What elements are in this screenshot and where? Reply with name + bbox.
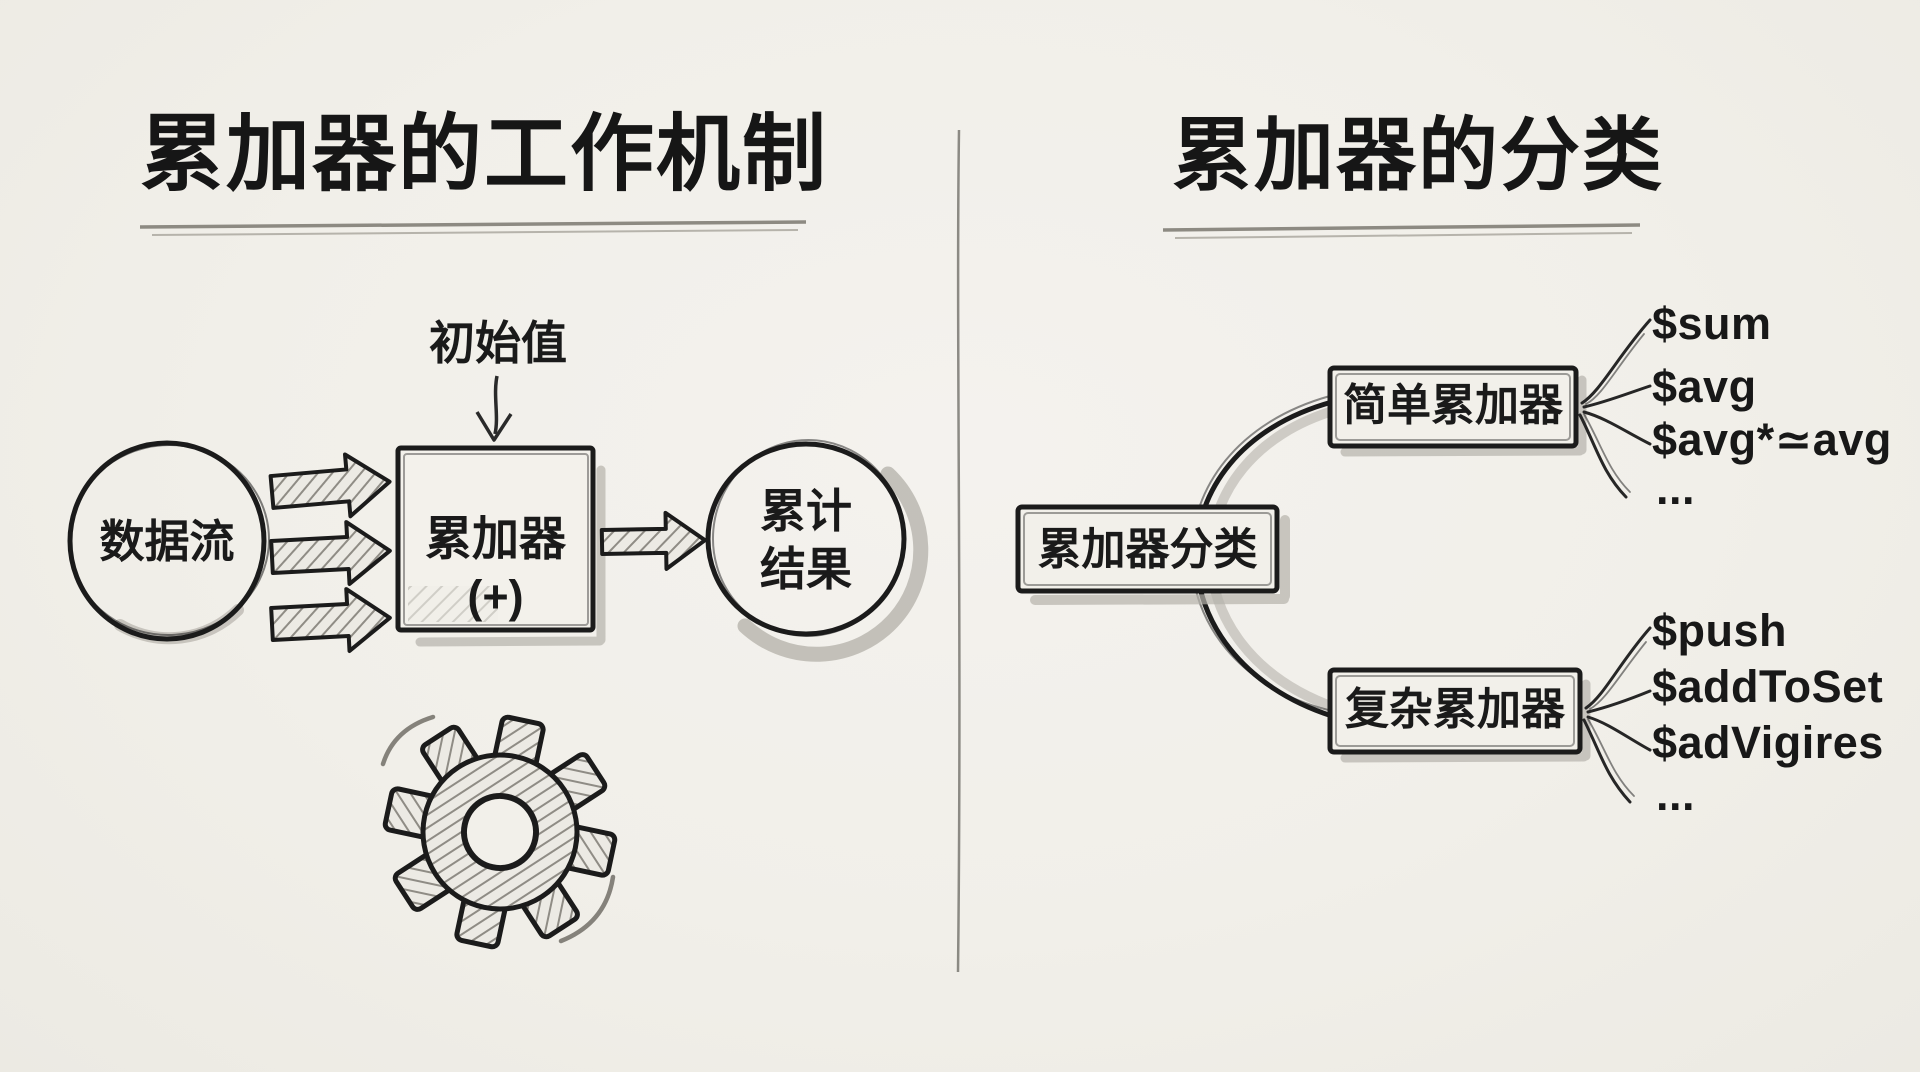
input-flow-arrows — [268, 452, 392, 653]
initial-value-label: 初始值 — [429, 317, 567, 369]
accumulator-operator-label: (+) — [467, 571, 524, 622]
simple-item-ellipsis: ... — [1656, 463, 1696, 514]
complex-branch-twigs — [1582, 626, 1652, 804]
panel-divider-line — [956, 129, 961, 973]
simple-item-avg-variant: $avg*≃avg — [1652, 414, 1892, 465]
right-title-underline — [1162, 223, 1641, 239]
initial-value-arrow — [475, 375, 513, 442]
root-node-box — [1015, 504, 1290, 605]
result-label-line1: 累计 — [760, 485, 852, 537]
complex-item-push: $push — [1652, 605, 1788, 656]
simple-accumulator-box — [1327, 365, 1587, 457]
accumulator-box — [395, 445, 606, 647]
result-node — [705, 439, 929, 662]
left-panel-title: 累加器的工作机制 — [140, 107, 829, 201]
left-title-underline — [139, 220, 807, 236]
simple-item-sum: $sum — [1652, 298, 1772, 349]
complex-accumulator-label: 复杂累加器 — [1345, 685, 1565, 734]
root-node-label: 累加器分类 — [1037, 525, 1258, 574]
right-panel-title: 累加器的分类 — [1172, 111, 1664, 200]
simple-accumulator-label: 简单累加器 — [1343, 381, 1563, 430]
result-label-line2: 结果 — [760, 543, 852, 595]
data-stream-node — [67, 440, 270, 645]
data-stream-label: 数据流 — [99, 516, 235, 567]
complex-accumulator-box — [1327, 667, 1591, 763]
complex-item-addtoset: $addToSet — [1652, 661, 1884, 712]
complex-item-advigires: $adVigires — [1652, 717, 1884, 768]
accumulator-label: 累加器 — [425, 512, 566, 565]
complex-item-ellipsis: ... — [1656, 769, 1696, 820]
simple-item-avg: $avg — [1652, 361, 1757, 412]
simple-branch-twigs — [1578, 318, 1652, 499]
gear-icon — [380, 714, 618, 950]
output-arrow — [599, 510, 707, 571]
